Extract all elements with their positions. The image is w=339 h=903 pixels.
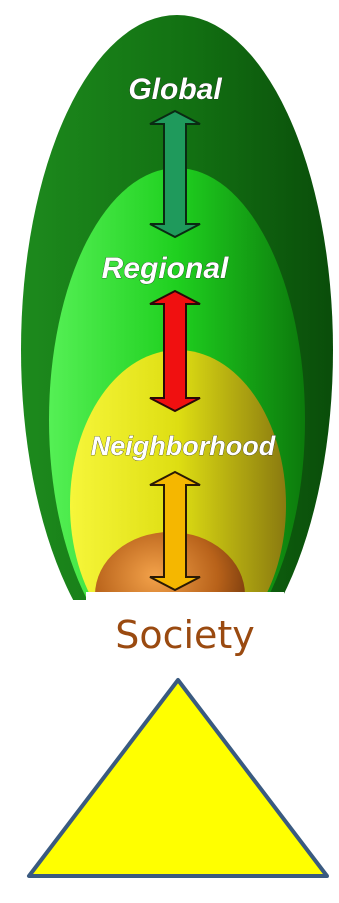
label-global: Global bbox=[128, 73, 222, 106]
label-regional: Regional bbox=[102, 252, 229, 285]
label-society: Society bbox=[115, 613, 255, 657]
triangle-shape-icon bbox=[29, 680, 327, 876]
label-neighborhood: Neighborhood bbox=[91, 431, 276, 461]
